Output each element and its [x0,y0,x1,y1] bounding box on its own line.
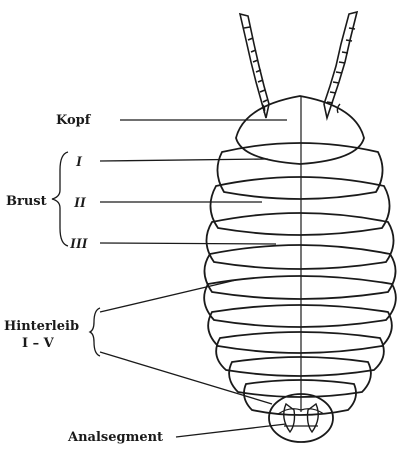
brust-I-leader [100,159,268,161]
right-antenna [324,12,357,118]
analsegment-leader [176,424,286,437]
left-antenna [240,14,269,118]
hinterleib-leader-1 [100,280,236,312]
abdominal-segment-1 [204,276,396,327]
label-brust-I: I [75,154,83,170]
label-brust: Brust [6,194,47,209]
abdominal-segment-3 [216,332,384,376]
label-hinterleib-range: I – V [22,336,55,351]
label-analsegment: Analsegment [67,430,163,445]
brust-brace-icon [52,152,68,246]
label-hinterleib: Hinterleib [4,319,79,334]
body [204,96,396,442]
thoracic-segment-2 [206,213,393,269]
thoracic-segment-0 [217,143,382,199]
label-brust-III: III [69,236,89,252]
brust-III-leader [100,243,276,244]
label-kopf: Kopf [56,113,92,128]
abdominal-segment-2 [208,305,392,353]
label-brust-II: II [73,195,87,211]
thoracic-segment-3 [204,245,395,299]
hinterleib-brace-icon [90,308,100,356]
thoracic-segment-1 [210,177,389,235]
head [236,96,364,164]
abdominal-segment-4 [229,357,371,397]
